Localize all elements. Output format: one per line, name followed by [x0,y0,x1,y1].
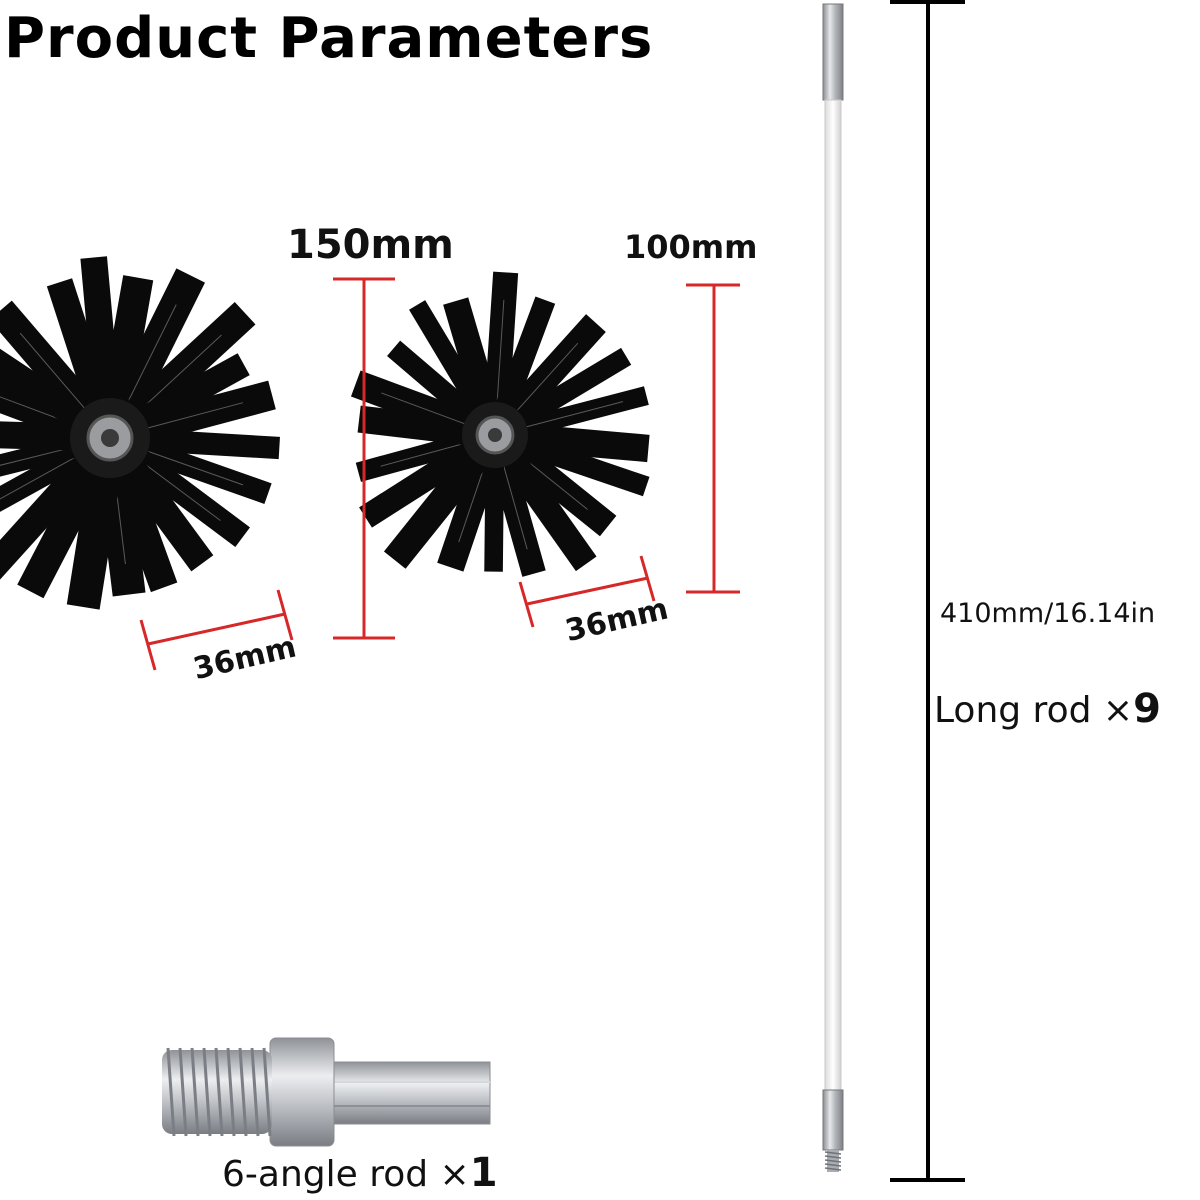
long-rod-quantity: Long rod ×9 [934,686,1161,732]
small-brush-width-marker [518,555,656,628]
small-brush-thread [488,428,502,442]
adapter-count: 1 [469,1150,498,1196]
long-rod-label: Long rod × [934,690,1134,731]
long-rod-icon [822,3,844,1172]
adapter-hex-shaft [329,1061,491,1125]
hex-adapter-icon [162,1037,491,1147]
large-brush-height-label: 150mm [287,222,454,268]
rod-length-bracket [890,0,965,1182]
large-brush-bristles [0,256,280,610]
rod-shaft [824,99,842,1091]
small-brush-bristles [350,271,650,577]
large-brush-icon [0,256,280,610]
small-brush-height-marker [686,283,740,594]
adapter-quantity: 6-angle rod ×1 [222,1150,498,1196]
adapter-thread [162,1047,272,1137]
large-brush-width-marker [139,589,294,671]
large-brush-height-marker [333,277,395,640]
long-rod-count: 9 [1133,686,1161,732]
page-title: Product Parameters [4,6,654,71]
rod-length-label: 410mm/16.14in [940,598,1156,629]
small-brush-height-label: 100mm [624,228,758,266]
large-brush-thread [101,429,119,447]
rod-bottom-thread [824,1150,842,1172]
rod-top-ferrule [822,3,844,101]
rod-bottom-ferrule [822,1089,844,1151]
small-brush-icon [350,271,650,577]
adapter-collar [269,1037,335,1147]
adapter-label: 6-angle rod × [222,1154,470,1195]
